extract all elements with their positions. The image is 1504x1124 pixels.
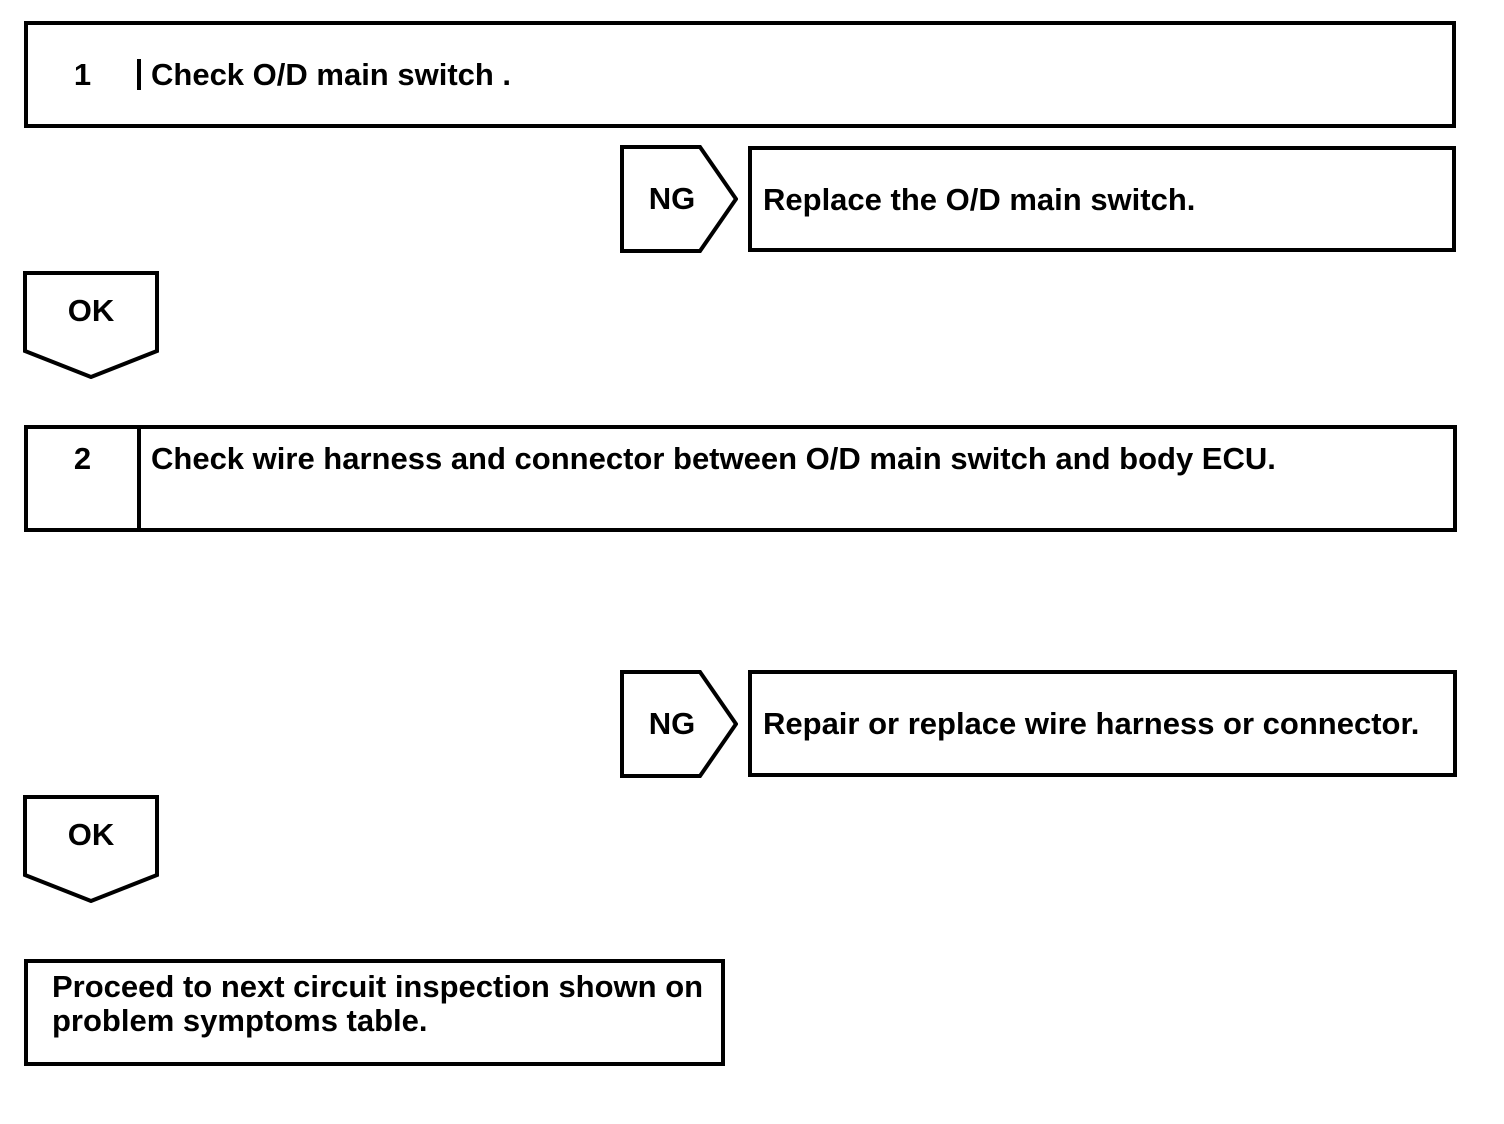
- step-1-box: 1 Check O/D main switch .: [24, 21, 1456, 128]
- step-2-ok-label: OK: [67, 817, 115, 852]
- ng-arrow-icon: [620, 670, 738, 778]
- step-1-ng-arrow: NG: [620, 145, 738, 253]
- step-2-instruction: Check wire harness and connector between…: [151, 441, 1276, 476]
- step-1-ok-label: OK: [67, 293, 115, 328]
- step-2-ng-result-box: Repair or replace wire harness or connec…: [748, 670, 1457, 777]
- step-2-ok-shape: OK: [23, 795, 159, 903]
- step-1-ok-shape: OK: [23, 271, 159, 379]
- terminal-line-2: problem symptoms table.: [52, 1003, 428, 1038]
- ng-arrow-icon: [620, 145, 738, 253]
- terminal-line-1: Proceed to next circuit inspection shown…: [52, 969, 704, 1004]
- step-1-ng-label: NG: [648, 181, 696, 216]
- step-2-ng-label: NG: [648, 706, 696, 741]
- step-1-ng-result-box: Replace the O/D main switch.: [748, 146, 1456, 252]
- step-2-ng-arrow: NG: [620, 670, 738, 778]
- ok-pentagon-icon: [23, 271, 159, 379]
- ok-pentagon-icon: [23, 795, 159, 903]
- terminal-box: Proceed to next circuit inspection shown…: [24, 959, 725, 1066]
- step-2-number: 2: [28, 429, 141, 528]
- step-1-number: 1: [28, 59, 141, 90]
- step-2-box: 2 Check wire harness and connector betwe…: [24, 425, 1457, 532]
- step-1-instruction: Check O/D main switch .: [151, 57, 512, 92]
